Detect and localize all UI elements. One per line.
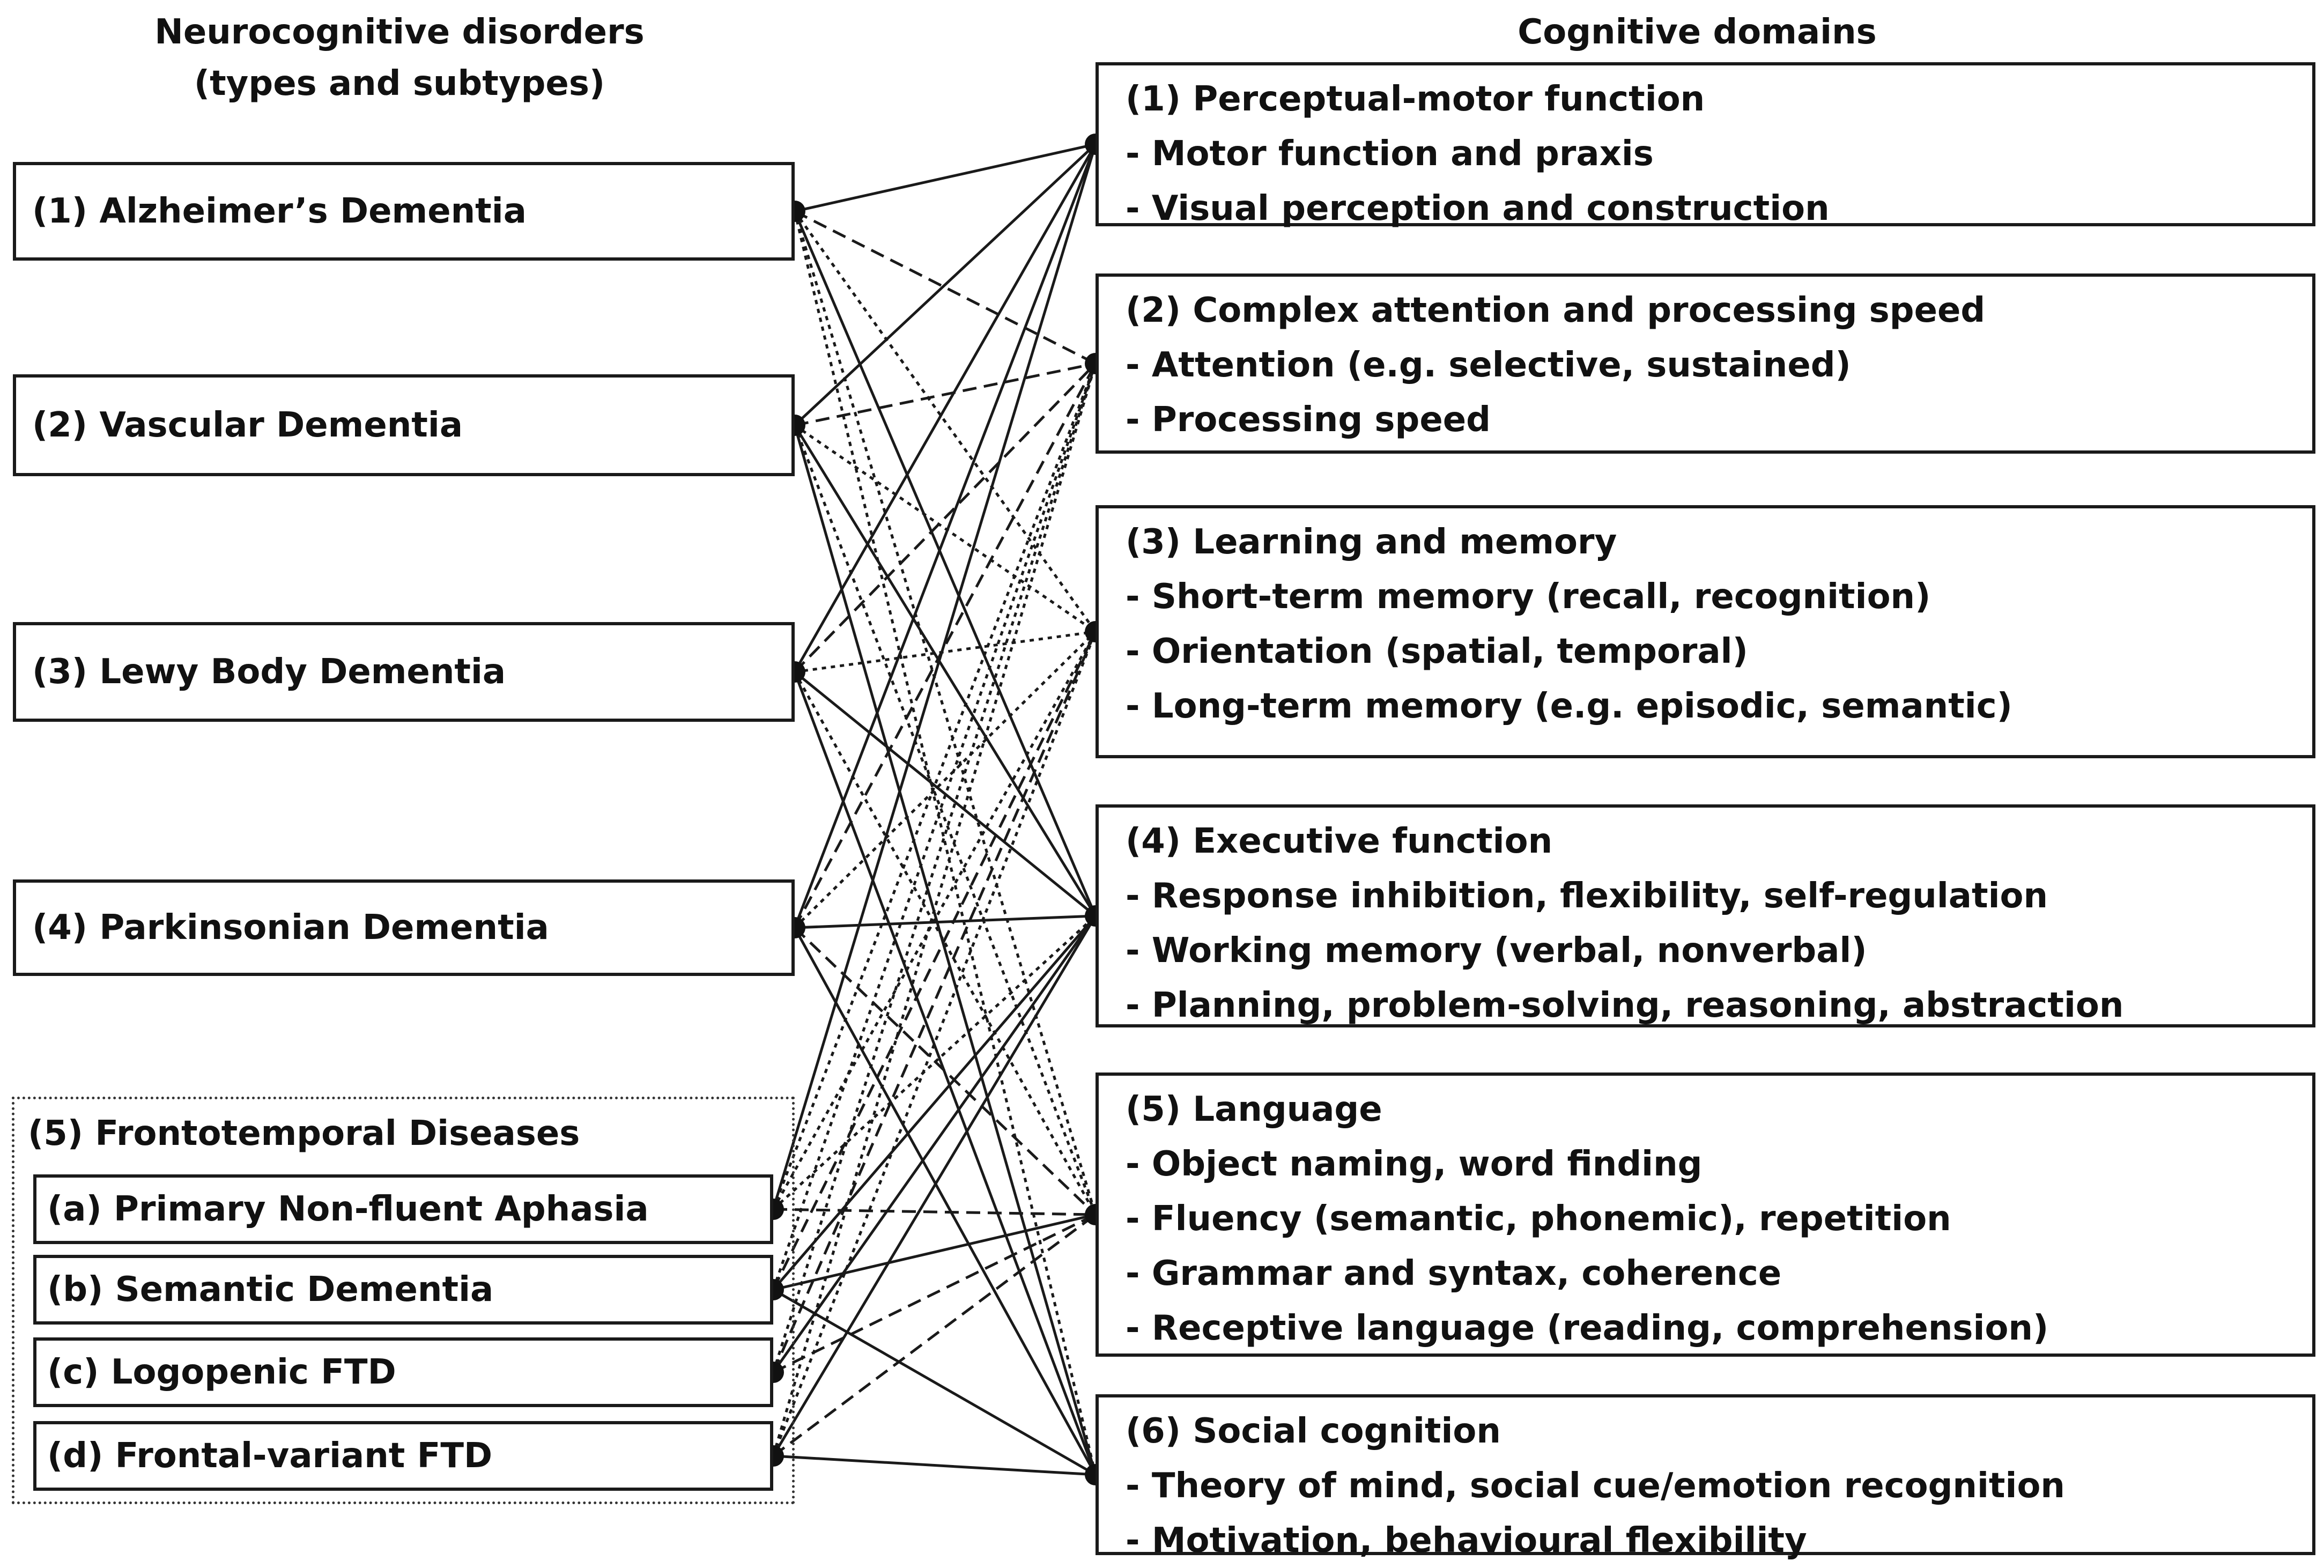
link-d2-c6 [793, 425, 1097, 1475]
link-s1-c1 [772, 144, 1097, 1210]
link-d4-c6 [793, 927, 1097, 1476]
link-d2-c3 [794, 424, 1097, 633]
domain-item: - Visual perception and construction [1126, 189, 1830, 228]
domain-learning-memory: (3) Learning and memory - Short-term mem… [1096, 505, 2315, 758]
subtype-label: (d) Frontal-variant FTD [47, 1436, 493, 1476]
domain-item: - Short-term memory (recall, recognition… [1126, 577, 1931, 617]
link-d3-c2 [794, 363, 1097, 673]
domain-title: (3) Learning and memory [1126, 522, 1617, 562]
link-s4-c5 [772, 1213, 1097, 1458]
domain-item: - Attention (e.g. selective, sustained) [1126, 345, 1851, 385]
subtype-primary-nonfluent-aphasia: (a) Primary Non-fluent Aphasia [33, 1174, 773, 1244]
link-d2-c1 [794, 143, 1097, 426]
frontotemporal-label: (5) Frontotemporal Diseases [28, 1114, 580, 1153]
domain-title: (5) Language [1126, 1090, 1382, 1129]
subtype-logopenic-ftd: (c) Logopenic FTD [33, 1337, 773, 1407]
link-d4-c4 [794, 914, 1096, 929]
link-d1-c2 [794, 210, 1097, 365]
link-s1-c3 [772, 631, 1097, 1210]
domain-item: - Fluency (semantic, phonemic), repetiti… [1126, 1199, 1951, 1239]
link-s4-c6 [773, 1454, 1096, 1476]
disorders-header-line-1: Neurocognitive disorders [154, 12, 645, 52]
domain-item: - Object naming, word finding [1126, 1144, 1703, 1184]
link-d3-c4 [794, 671, 1097, 917]
domain-title: (4) Executive function [1126, 822, 1553, 861]
disorder-vascular: (2) Vascular Dementia [13, 374, 795, 476]
domain-item: - Motor function and praxis [1126, 134, 1654, 174]
disorder-label: (1) Alzheimer’s Dementia [32, 191, 527, 231]
domain-title: (6) Social cognition [1126, 1411, 1501, 1451]
domain-language: (5) Language - Object naming, word findi… [1096, 1073, 2315, 1357]
frontotemporal-group [12, 1097, 795, 1504]
link-s3-c2 [772, 363, 1097, 1373]
disorder-label: (2) Vascular Dementia [32, 405, 463, 445]
subtype-semantic-dementia: (b) Semantic Dementia [33, 1255, 773, 1325]
domain-executive-function: (4) Executive function - Response inhibi… [1096, 804, 2315, 1027]
domain-title: (2) Complex attention and processing spe… [1126, 291, 1986, 330]
link-d1-c6 [793, 211, 1097, 1475]
disorder-parkinsonian: (4) Parkinsonian Dementia [13, 879, 795, 976]
domain-item: - Long-term memory (e.g. episodic, seman… [1126, 686, 2012, 726]
link-d2-c4 [793, 424, 1097, 917]
link-s4-c4 [772, 915, 1097, 1457]
domain-item: - Processing speed [1126, 400, 1491, 440]
disorder-alzheimers: (1) Alzheimer’s Dementia [13, 162, 795, 261]
domain-item: - Grammar and syntax, coherence [1126, 1254, 1782, 1293]
link-d3-c6 [793, 671, 1097, 1475]
disorder-lewy-body: (3) Lewy Body Dementia [13, 622, 795, 722]
subtype-frontal-variant-ftd: (d) Frontal-variant FTD [33, 1421, 773, 1491]
link-s4-c2 [772, 363, 1097, 1456]
link-d1-c4 [793, 211, 1097, 916]
link-d1-c3 [793, 210, 1097, 633]
domains-header: Cognitive domains [1518, 12, 1877, 52]
link-d4-c1 [793, 144, 1097, 928]
link-s1-c5 [773, 1208, 1096, 1216]
link-s2-c6 [772, 1288, 1097, 1476]
subtype-label: (c) Logopenic FTD [47, 1352, 396, 1392]
disorder-label: (4) Parkinsonian Dementia [32, 908, 549, 948]
link-s2-c4 [772, 915, 1097, 1291]
domain-social-cognition: (6) Social cognition - Theory of mind, s… [1096, 1394, 2315, 1560]
domain-complex-attention: (2) Complex attention and processing spe… [1096, 273, 2315, 454]
disorders-header-line-2: (types and subtypes) [194, 64, 605, 103]
disorder-label: (3) Lewy Body Dementia [32, 652, 506, 692]
link-s3-c3 [772, 631, 1097, 1373]
link-s2-c5 [773, 1213, 1096, 1291]
link-d3-c5 [793, 671, 1097, 1216]
link-s3-c5 [772, 1213, 1097, 1374]
link-d1-c1 [794, 143, 1096, 213]
domain-item: - Planning, problem-solving, reasoning, … [1126, 986, 2124, 1025]
domain-item: - Receptive language (reading, comprehen… [1126, 1308, 2049, 1348]
domain-item: - Orientation (spatial, temporal) [1126, 632, 1748, 671]
link-d2-c2 [794, 362, 1096, 427]
domain-item: - Theory of mind, social cue/emotion rec… [1126, 1466, 2065, 1506]
link-s3-c4 [772, 915, 1097, 1373]
domain-item: - Working memory (verbal, nonverbal) [1126, 931, 1867, 971]
subtype-label: (a) Primary Non-fluent Aphasia [47, 1189, 649, 1229]
disorders-header: Neurocognitive disorders (types and subt… [32, 6, 767, 109]
domain-perceptual-motor: (1) Perceptual-motor function - Motor fu… [1096, 62, 2315, 228]
subtype-label: (b) Semantic Dementia [47, 1270, 494, 1310]
link-s2-c2 [772, 363, 1097, 1290]
link-d4-c3 [794, 631, 1097, 929]
link-s4-c3 [772, 631, 1097, 1456]
link-s2-c3 [772, 631, 1097, 1291]
link-d3-c1 [793, 143, 1097, 673]
domain-title: (1) Perceptual-motor function [1126, 79, 1705, 119]
domain-item: - Response inhibition, flexibility, self… [1126, 876, 2048, 916]
link-d2-c5 [793, 425, 1097, 1215]
domain-item: - Motivation, behavioural flexibility [1126, 1521, 1807, 1560]
